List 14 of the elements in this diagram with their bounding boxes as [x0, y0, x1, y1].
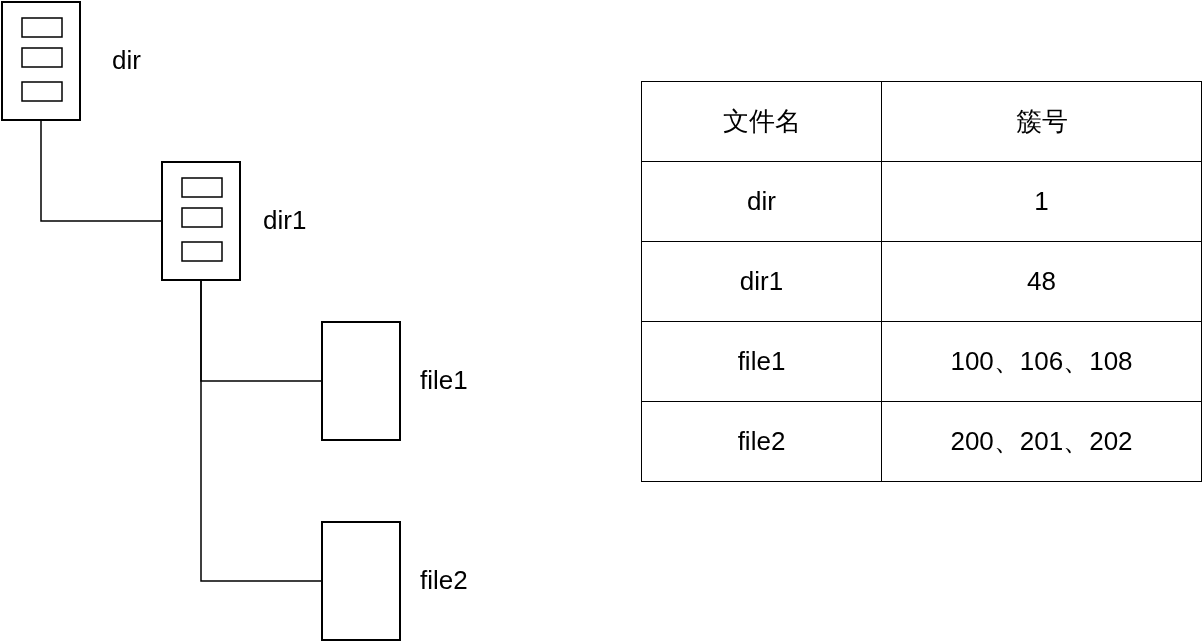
- node-label: file1: [420, 365, 468, 395]
- connector-line: [40, 120, 162, 222]
- folder-box: [161, 161, 241, 281]
- folder-box: [1, 1, 81, 121]
- table-cell: file2: [641, 401, 882, 482]
- node-label: file2: [420, 565, 468, 595]
- node-label: dir1: [263, 205, 307, 235]
- file-box: [321, 521, 401, 641]
- table-header-cell: 簇号: [881, 81, 1202, 162]
- node-label: dir: [112, 45, 141, 75]
- file-box: [321, 321, 401, 441]
- connector-line: [200, 280, 322, 582]
- table-header-cell: 文件名: [641, 81, 882, 162]
- table-cell: 200、201、202: [881, 401, 1202, 482]
